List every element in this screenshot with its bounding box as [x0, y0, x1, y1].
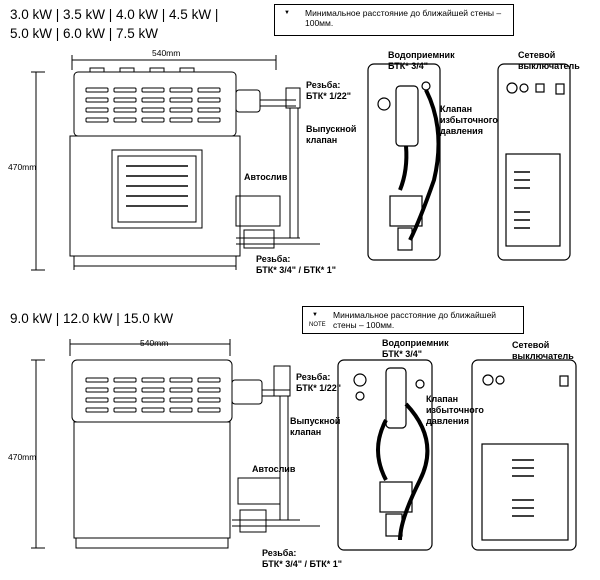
top-height-dimension: 470mm	[8, 162, 37, 172]
top-relief-valve-label: Клапан избыточного давления	[440, 104, 498, 136]
top-outlet-valve-label: Выпускной клапан	[306, 124, 357, 145]
bottom-mains-switch-label: Сетевой выключатель	[512, 340, 574, 361]
bottom-water-inlet-label: Водоприемник БТК* 3/4"	[382, 338, 449, 359]
top-louvers	[85, 87, 221, 123]
bottom-louvers	[85, 377, 221, 413]
bottom-note-text: Минимальное расстояние до ближайшей стен…	[333, 310, 497, 330]
bottom-side-view-right	[471, 359, 577, 551]
top-side-view-right	[497, 63, 571, 261]
bottom-relief-valve-label: Клапан избыточного давления	[426, 394, 484, 426]
top-note-box: ▼ Минимальное расстояние до ближайшей ст…	[274, 4, 514, 36]
top-front-view	[31, 55, 320, 271]
bottom-thread-label: Резьба: БТК* 1/22"	[296, 372, 342, 393]
top-mains-switch-label: Сетевой выключатель	[518, 50, 580, 71]
bottom-note-box: ▼NOTE Минимальное расстояние до ближайше…	[302, 306, 524, 334]
top-thread-label: Резьба: БТК* 1/22"	[306, 80, 352, 101]
top-power-line-1: 3.0 kW | 3.5 kW | 4.0 kW | 4.5 kW |	[10, 7, 219, 22]
top-side-view-left	[367, 63, 441, 261]
note-icon-label: NOTE	[309, 322, 326, 328]
bottom-side-view-left	[337, 359, 433, 551]
bottom-width-dimension: 540mm	[140, 338, 169, 348]
bottom-autodrain-label: Автослив	[252, 464, 296, 474]
note-icon: ▼NOTE	[309, 312, 326, 328]
note-icon: ▼	[284, 10, 290, 16]
top-bottom-thread-label: Резьба: БТК* 3/4" / БТК* 1"	[256, 254, 337, 275]
top-note-text: Минимальное расстояние до ближайшей стен…	[305, 8, 502, 28]
top-power-line-2: 5.0 kW | 6.0 kW | 7.5 kW	[10, 26, 159, 41]
top-width-dimension: 540mm	[152, 48, 181, 58]
top-autodrain-label: Автослив	[244, 172, 288, 182]
bottom-front-view	[31, 339, 320, 549]
bottom-outlet-valve-label: Выпускной клапан	[290, 416, 341, 437]
bottom-bottom-thread-label: Резьба: БТК* 3/4" / БТК* 1"	[262, 548, 343, 569]
bottom-height-dimension: 470mm	[8, 452, 37, 462]
bottom-power-line-1: 9.0 kW | 12.0 kW | 15.0 kW	[10, 311, 174, 326]
top-water-inlet-label: Водоприемник БТК* 3/4"	[388, 50, 455, 71]
